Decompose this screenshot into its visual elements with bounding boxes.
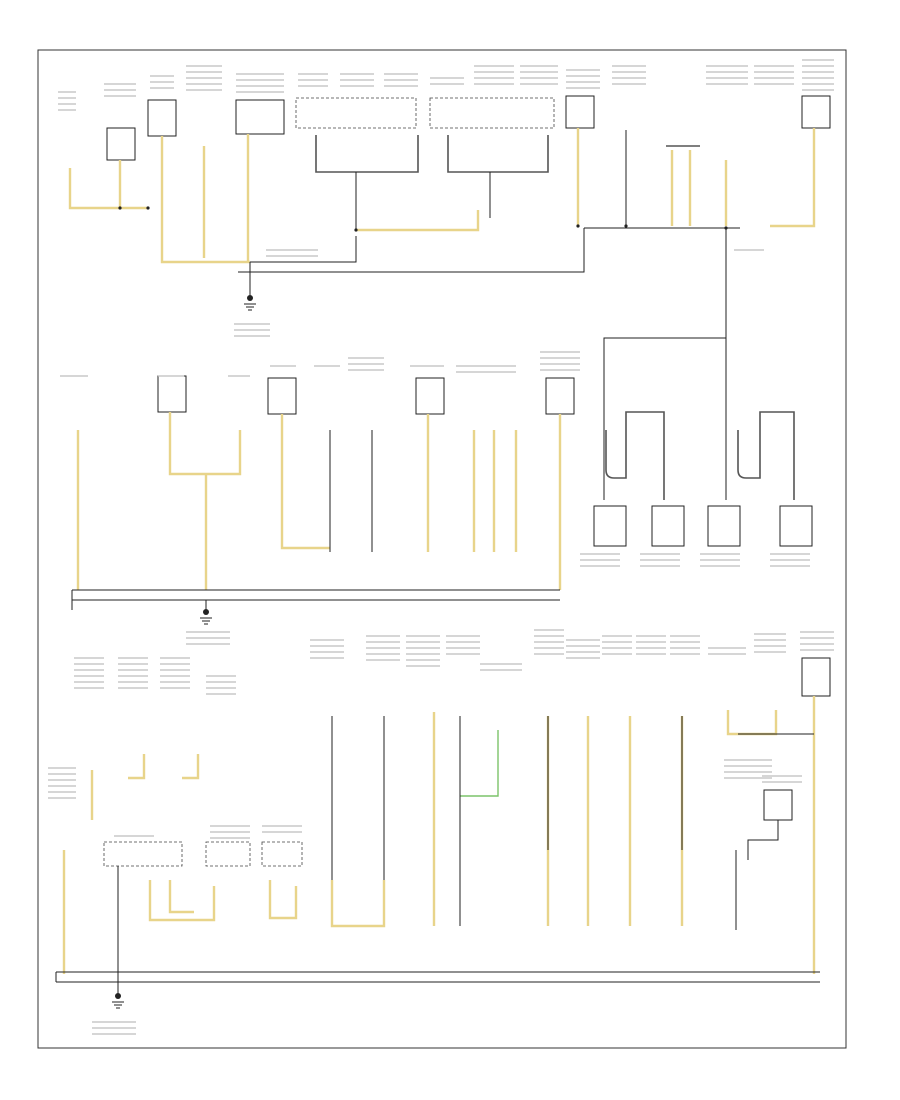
connector-group — [205, 841, 251, 867]
wire — [747, 820, 779, 860]
ground-symbol — [200, 600, 212, 625]
component-box — [106, 127, 136, 161]
top-section — [68, 95, 831, 338]
wire-yellow — [168, 412, 242, 476]
wire-yellow — [128, 754, 146, 780]
wire-yellow — [160, 136, 250, 264]
splice-node — [354, 228, 358, 232]
wire-yellow — [726, 710, 778, 736]
switch-bracket — [447, 135, 549, 173]
wire-loop — [737, 411, 795, 500]
connector-group — [429, 97, 555, 129]
connector-group — [295, 97, 417, 129]
ground-symbol — [244, 303, 256, 311]
wire-yellow — [280, 414, 330, 550]
component-box — [147, 99, 177, 137]
component-box — [763, 789, 793, 821]
wire — [238, 228, 585, 273]
component-box — [565, 95, 595, 129]
wire-loop — [605, 411, 665, 500]
wire-yellow — [356, 210, 480, 232]
label-marks — [48, 59, 834, 1035]
wire-yellow — [182, 754, 200, 780]
ground-symbol — [112, 982, 124, 1009]
component-box — [801, 657, 831, 697]
bottom-section — [55, 657, 831, 1009]
connector-group — [261, 841, 303, 867]
wire — [250, 236, 357, 263]
component-box — [157, 375, 187, 413]
wire-yellow — [148, 880, 216, 922]
splice-node — [146, 206, 150, 210]
switch-bracket — [315, 135, 419, 173]
ground-bus — [55, 971, 820, 983]
component-box — [545, 377, 575, 415]
component-box — [235, 99, 285, 135]
connector-group — [103, 841, 183, 867]
component-box — [415, 377, 445, 415]
wire — [603, 337, 726, 500]
wire-green — [460, 730, 499, 797]
ground-point — [247, 295, 253, 301]
wire-yellow — [770, 128, 816, 228]
wire-yellow — [330, 880, 386, 928]
diagram-frame — [37, 49, 847, 1049]
splice-node — [576, 224, 580, 228]
splice-node — [624, 224, 628, 228]
component-box — [801, 95, 831, 129]
component-box — [651, 505, 685, 547]
wire-yellow — [268, 880, 298, 920]
splice-node — [118, 206, 122, 210]
component-box — [267, 377, 297, 415]
wire-yellow — [68, 168, 148, 210]
middle-section — [71, 337, 813, 625]
component-box — [593, 505, 627, 547]
wire-yellow — [168, 880, 194, 914]
component-box — [779, 505, 813, 547]
component-box — [707, 505, 741, 547]
ground-bus — [71, 589, 560, 610]
splice-node — [724, 226, 728, 230]
